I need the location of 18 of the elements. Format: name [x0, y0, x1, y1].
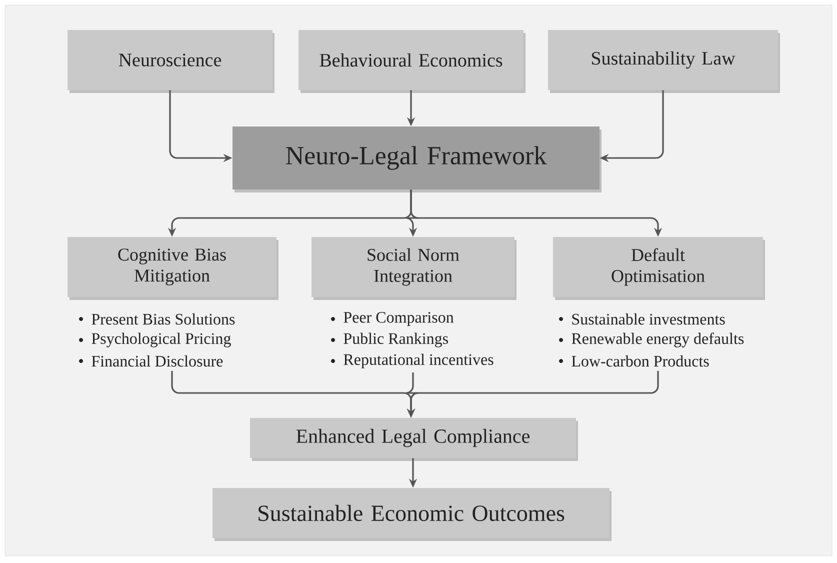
- bullet-item: Reputational incentives: [344, 354, 494, 368]
- bullet-item: Psychological Pricing: [92, 332, 231, 348]
- process-box: Enhanced Legal Compliance: [250, 418, 578, 461]
- bullet-item: Low-carbon Products: [572, 355, 709, 367]
- bullet-item: Financial Disclosure: [92, 355, 223, 367]
- framework-box: Neuro-Legal Framework: [232, 126, 602, 192]
- bullet-item: Public Rankings: [344, 332, 448, 348]
- bullet-item: Renewable energy defaults: [572, 332, 744, 348]
- process-box: Sustainable Economic Outcomes: [212, 488, 612, 541]
- process-box: Default Optimisation: [553, 237, 765, 300]
- process-box: Sustainability Law: [548, 30, 780, 93]
- bullet-item: Present Bias Solutions: [92, 313, 235, 325]
- bullet-item: Peer Comparison: [344, 312, 454, 326]
- process-box: Neuroscience: [68, 30, 274, 93]
- process-box: Cognitive Bias Mitigation: [68, 237, 278, 300]
- bullet-item: Sustainable investments: [572, 313, 725, 325]
- process-box: Social Norm Integration: [312, 237, 516, 300]
- process-box: Behavioural Economics: [298, 30, 526, 93]
